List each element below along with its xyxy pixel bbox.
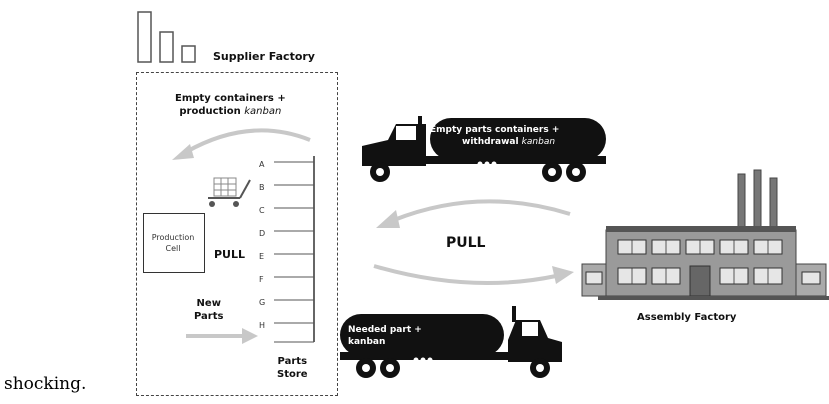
supplier-return-arrow [172,128,311,160]
assembly-factory-icon [581,169,829,300]
truck-top-line1: Empty parts containers + [430,125,560,135]
production-cell-label: Production Cell [143,232,203,254]
bin-label-b: B [259,183,265,192]
pull-arrow-top [376,199,571,228]
cart-icon [208,177,251,207]
pull-arrow-bottom [373,264,574,285]
new-parts-arrow [186,328,258,344]
supplier-loop-label-line1: Empty containers + [175,93,286,104]
truck-bottom-line2: kanban [348,337,386,347]
pull-center-label: PULL [446,235,486,251]
bin-label-a: A [259,160,265,169]
supplier-loop-label-kanban: kanban [244,106,282,117]
truck-top-label: Empty parts containers + withdrawal kanb… [430,124,559,148]
truck-bottom-label: Needed part + kanban [348,324,422,348]
new-parts-line2: Parts [194,311,224,322]
bin-label-g: G [259,298,266,307]
parts-store-line1: Parts [277,356,308,367]
truck-top-kanban: kanban [521,137,556,147]
supplier-loop-label-production: production [179,106,245,117]
supplier-buildings-icon [137,11,196,63]
bin-label-f: F [259,275,264,284]
bin-label-h: H [259,321,266,330]
production-cell-line2: Cell [165,244,181,253]
bin-label-c: C [259,206,265,215]
truck-top [362,116,606,182]
truck-bottom [340,306,562,378]
parts-store-line2: Store [277,369,308,380]
pull-left-label: PULL [214,248,246,261]
truck-top-withdrawal: withdrawal [462,137,522,147]
caption-text: shocking. [4,374,87,394]
truck-bottom-line1: Needed part + [348,325,422,335]
production-cell-line1: Production [151,233,195,242]
supplier-loop-label-line2: production kanban [175,105,286,118]
supplier-boundary [136,72,338,396]
new-parts-line1: New [196,298,221,309]
truck-top-line2: withdrawal kanban [430,136,559,148]
parts-store-label: Parts Store [277,355,308,381]
new-parts-label: New Parts [194,297,223,323]
supplier-loop-label: Empty containers + production kanban [175,92,286,118]
bin-label-e: E [259,252,265,261]
bin-label-d: D [259,229,266,238]
parts-store-rack [274,156,315,343]
assembly-factory-title: Assembly Factory [637,312,737,323]
supplier-factory-title: Supplier Factory [213,50,315,63]
production-cell-box [143,213,205,273]
